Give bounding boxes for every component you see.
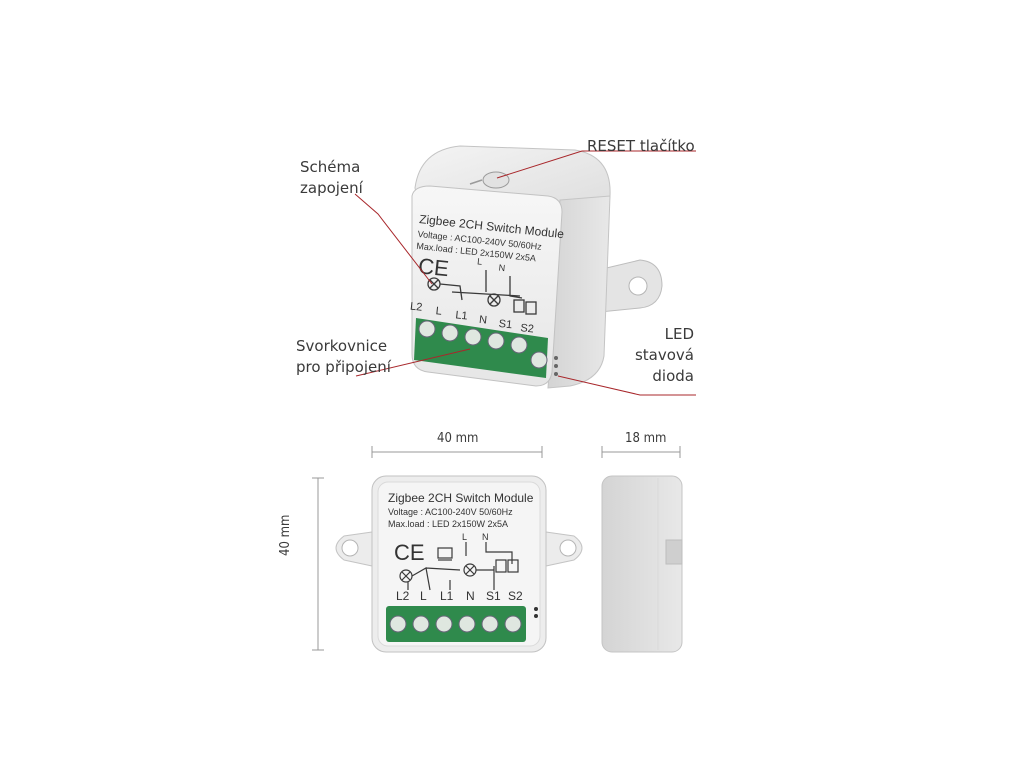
led-leader: [557, 375, 696, 396]
module-side-face: [547, 195, 611, 389]
svg-text:L1: L1: [455, 309, 468, 322]
svg-text:N: N: [498, 263, 506, 274]
svg-text:L2: L2: [396, 589, 410, 603]
callout-terminal-line2: pro připojení: [296, 358, 391, 376]
dimension-depth: 18 mm: [625, 431, 667, 446]
module-voltage-front: Voltage : AC100-240V 50/60Hz: [388, 507, 513, 517]
reset-button: [482, 171, 510, 189]
svg-text:L: L: [435, 305, 442, 318]
schema-leader: [354, 193, 433, 285]
led-dot: [554, 356, 558, 360]
svg-text:N: N: [482, 532, 489, 542]
callout-schema-line1: Schéma: [300, 158, 361, 176]
svg-text:S1: S1: [486, 589, 501, 603]
callout-terminal: Svorkovnice pro připojení: [296, 336, 391, 378]
callout-led-line3: dioda: [652, 367, 694, 385]
svg-text:L2: L2: [409, 301, 422, 314]
svg-text:L: L: [420, 589, 427, 603]
svg-text:S2: S2: [520, 322, 535, 335]
module-title-front: Zigbee 2CH Switch Module: [388, 491, 534, 505]
led-dot: [554, 364, 558, 368]
schematic-3d: [427, 270, 537, 315]
ce-mark-front: CE: [394, 540, 425, 565]
reset-leader: [496, 150, 696, 179]
terminal-screws-front: [389, 615, 522, 633]
module-front-view: Zigbee 2CH Switch Module Voltage : AC100…: [312, 446, 681, 653]
dimension-height: 40 mm: [278, 514, 293, 556]
svg-text:L1: L1: [440, 589, 454, 603]
led-dot: [554, 372, 558, 376]
callout-led-line2: stavová: [634, 346, 694, 364]
callout-terminal-line1: Svorkovnice: [296, 337, 388, 355]
module-3d: Zigbee 2CH Switch Module Voltage : AC100…: [409, 145, 663, 389]
terminal-strip-front: [386, 606, 526, 642]
callout-reset: RESET tlačítko: [587, 136, 695, 157]
svg-text:N: N: [466, 589, 475, 603]
callout-schema-line2: zapojení: [300, 179, 363, 197]
terminal-screws-3d: [418, 320, 548, 369]
dimension-width: 40 mm: [437, 431, 479, 446]
svg-text:S2: S2: [508, 589, 523, 603]
callout-reset-label: RESET tlačítko: [587, 137, 695, 155]
svg-text:N: N: [478, 314, 487, 327]
svg-text:L: L: [462, 532, 467, 542]
callout-led-line1: LED: [664, 325, 694, 343]
svg-text:S1: S1: [498, 318, 513, 331]
dimension-lines: [312, 446, 681, 651]
ce-mark-3d: CE: [417, 253, 450, 281]
terminal-leader: [355, 348, 471, 377]
mounting-hole: [628, 276, 648, 296]
schematic-front: [399, 542, 519, 591]
callout-led: LED stavová dioda: [632, 324, 694, 387]
module-maxload-front: Max.load : LED 2x150W 2x5A: [388, 519, 508, 529]
callout-schema: Schéma zapojení: [300, 157, 363, 199]
label-3d: Zigbee 2CH Switch Module Voltage : AC100…: [409, 212, 564, 336]
callout-lines: [354, 150, 696, 396]
module-side-view: [601, 475, 683, 653]
svg-text:L: L: [477, 256, 483, 266]
